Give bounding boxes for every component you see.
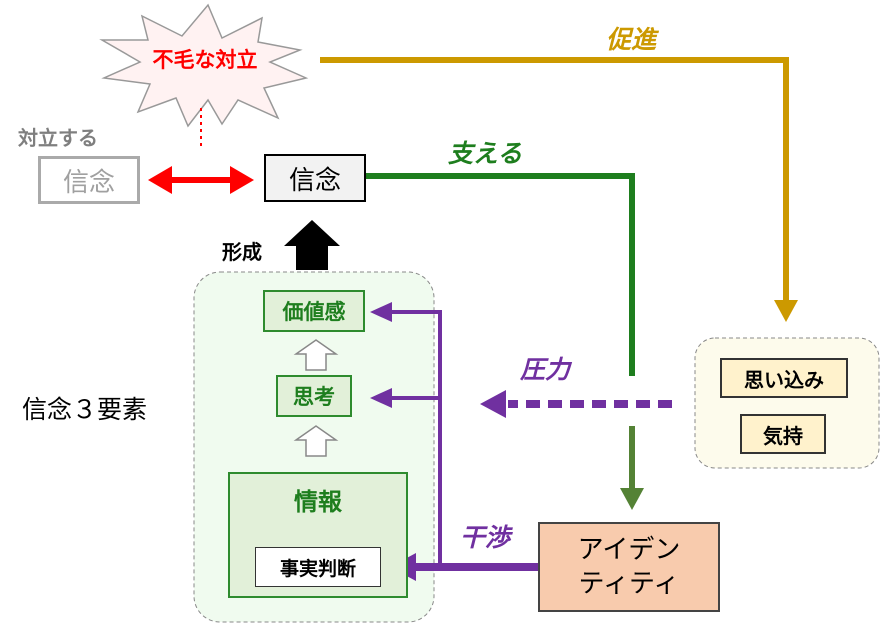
fact-judgement-label: 事実判断 [279, 557, 356, 580]
conflict-starburst [99, 3, 309, 128]
interfere-label: 干渉 [460, 523, 511, 552]
fact-judgement-box: 事実判断 [255, 547, 381, 587]
feeling-box: 気持 [740, 414, 826, 454]
assumption-label: 思い込み [744, 367, 824, 392]
identity-line2: ティティ [578, 569, 680, 599]
support-label: 支える [448, 139, 523, 168]
information-box: 情報 事実判断 [228, 472, 408, 598]
belief-box: 信念 [264, 154, 366, 202]
interfere-values-arrowhead [370, 302, 392, 322]
form-arrow [284, 220, 340, 270]
identity-box: アイデン ティティ [538, 522, 720, 612]
forming-label: 形成 [222, 240, 262, 264]
interfere-thinking-arrowhead [370, 388, 392, 408]
values-label: 価値感 [282, 300, 346, 324]
promote-arrowhead [774, 300, 798, 322]
identity-line1: アイデン [577, 535, 681, 565]
thinking-box: 思考 [276, 375, 352, 417]
feeling-label: 気持 [763, 423, 803, 448]
elements-title: 信念３要素 [22, 395, 148, 424]
opposing-caption: 対立する [18, 126, 98, 150]
promote-arrow [320, 57, 789, 304]
support-arrow [366, 173, 635, 376]
pressure-arrowhead [480, 390, 506, 418]
assumption-box: 思い込み [720, 358, 848, 398]
promote-label: 促進 [606, 25, 657, 54]
opposing-belief-box: 信念 [38, 156, 140, 204]
opposing-belief-label: 信念 [62, 167, 115, 198]
thinking-to-values-arrow [293, 339, 339, 371]
conflict-double-arrow [148, 166, 254, 194]
conflict-label: 不毛な対立 [152, 48, 258, 72]
support-to-identity-arrowhead [620, 488, 644, 510]
values-box: 価値感 [263, 290, 365, 332]
information-title: 情報 [294, 488, 342, 516]
belief-label: 信念 [288, 165, 341, 196]
pressure-label: 圧力 [520, 355, 571, 384]
info-to-thinking-arrow [293, 425, 339, 457]
thinking-label: 思考 [293, 385, 335, 409]
